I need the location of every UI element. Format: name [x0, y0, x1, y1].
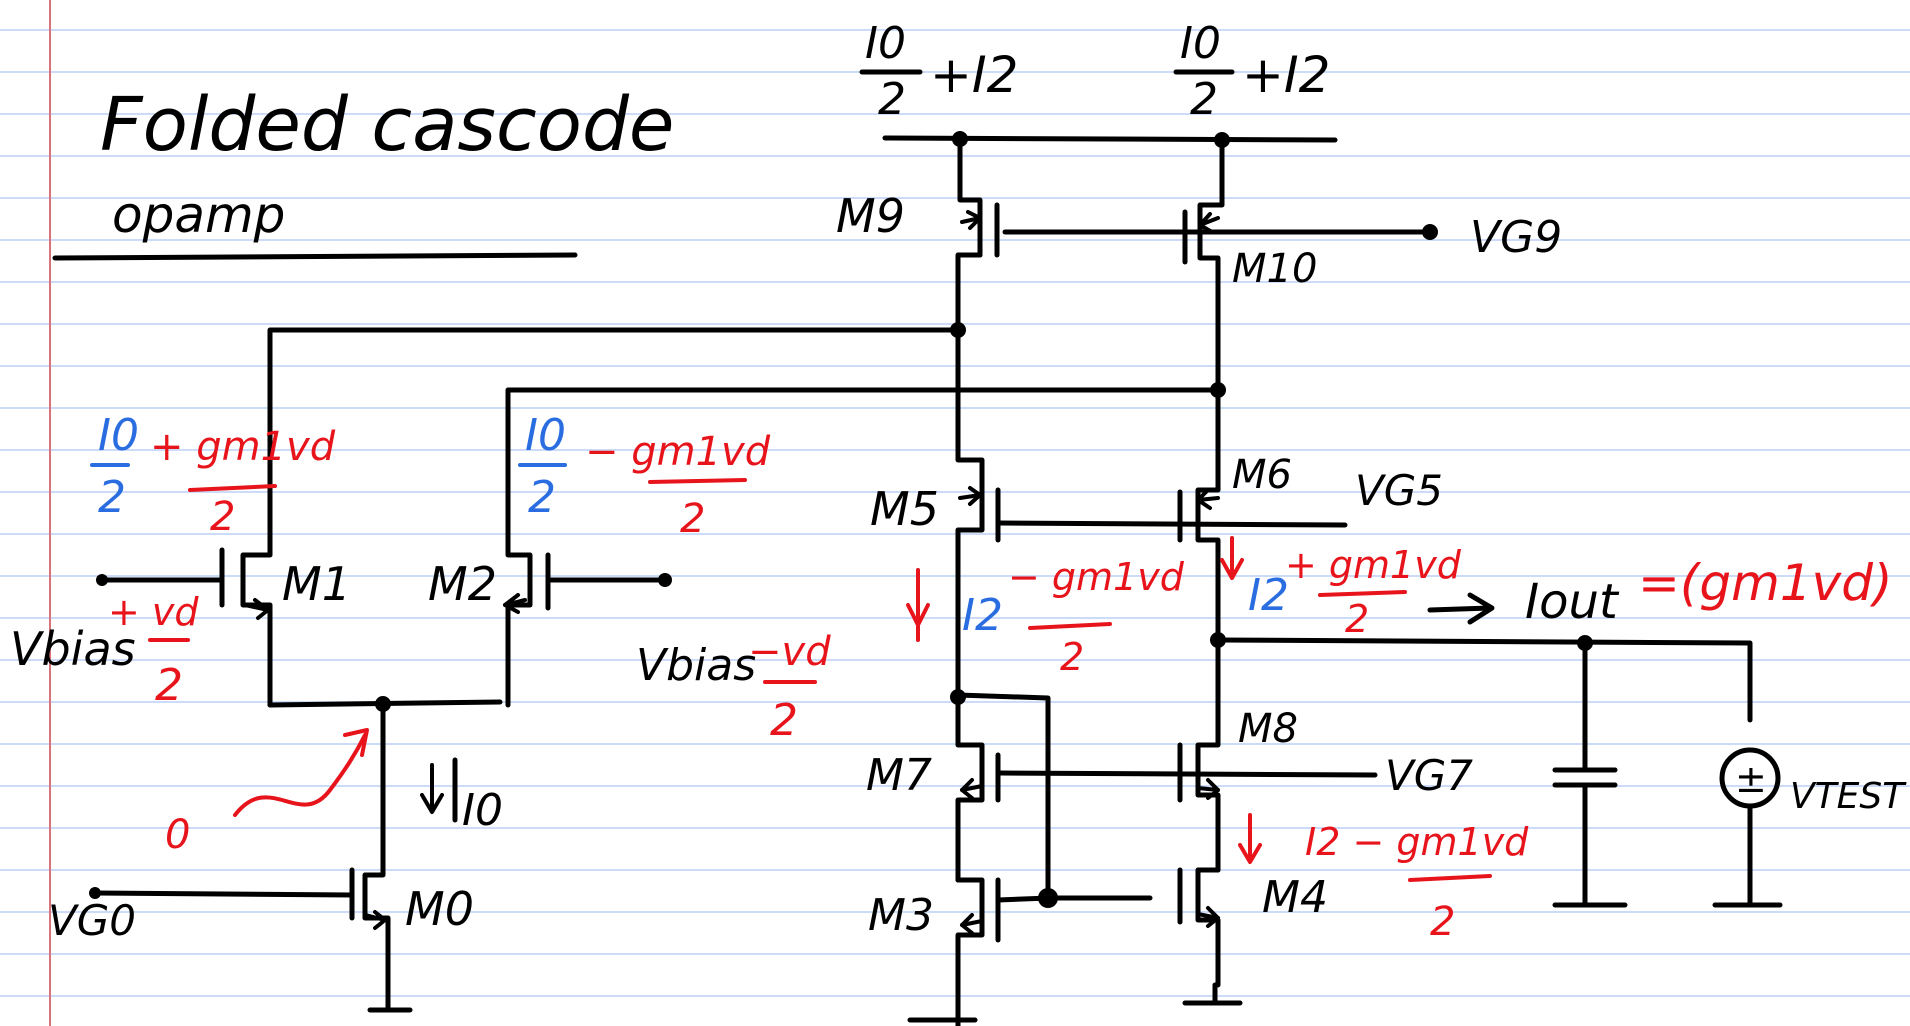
iout-value: =(gm1vd): [1638, 554, 1893, 612]
m5-current-red-num: − gm1vd: [1008, 555, 1185, 599]
label-vg0: VG0: [48, 896, 136, 945]
label-m0: M0: [405, 882, 474, 936]
right-cascode-branch: [1177, 137, 1243, 1006]
label-vbias-plus: Vbias: [10, 622, 136, 676]
label-vg5: VG5: [1355, 466, 1443, 515]
title-line-1: Folded cascode: [100, 82, 674, 168]
vbias-minus-red-num: −vd: [748, 629, 831, 675]
label-m9: M9: [836, 189, 905, 243]
m2-current-blue-num: I0: [525, 410, 566, 461]
m2-current-red-num: − gm1vd: [585, 429, 771, 475]
iout-label: Iout: [1525, 574, 1620, 630]
m6-current-red-num: + gm1vd: [1285, 543, 1462, 587]
label-m5: M5: [870, 482, 939, 536]
label-m10: M10: [1232, 246, 1317, 292]
m2-current-blue-den: 2: [528, 472, 556, 523]
vbias-plus-red-num: + vd: [108, 590, 199, 634]
m6-current-red-den: 2: [1345, 597, 1369, 641]
supply-left-num: I0: [865, 18, 906, 69]
title-line-2: opamp: [112, 186, 285, 244]
gate-wiring: [950, 224, 1438, 908]
vbias-plus-red-den: 2: [155, 660, 183, 711]
bias-labels: VG9 VG5 VG7 VG0 Vbias Vbias VTEST: [10, 212, 1907, 945]
vbias-minus-red-den: 2: [770, 695, 798, 746]
m6-current-blue: I2: [1248, 570, 1289, 621]
supply-label-right: I0 2 +I2: [1173, 18, 1330, 125]
label-m8: M8: [1238, 706, 1298, 752]
output-network: ±: [1210, 632, 1783, 908]
supply-label-left: I0 2 +I2: [859, 18, 1018, 125]
tail-zero-label: 0: [165, 812, 190, 858]
supply-right-num: I0: [1180, 18, 1221, 69]
supply-right-plus: +I2: [1242, 46, 1330, 104]
left-cascode-branch: [907, 137, 1001, 1026]
page-title: Folded cascode opamp: [52, 82, 674, 261]
tail-current-label: I0: [462, 785, 503, 836]
label-vg9: VG9: [1470, 212, 1562, 263]
label-m6: M6: [1232, 452, 1292, 498]
fold-connections: [267, 322, 1226, 548]
m1-current-blue-den: 2: [98, 472, 126, 523]
m1-current-red-num: + gm1vd: [150, 424, 336, 470]
m1-current-blue-num: I0: [98, 410, 139, 461]
label-vbias-minus: Vbias: [636, 640, 756, 691]
m5-current-red-den: 2: [1060, 635, 1084, 679]
supply-left-plus: +I2: [930, 46, 1018, 104]
m4-current-red-num: I2 − gm1vd: [1305, 820, 1529, 864]
label-vg7: VG7: [1385, 751, 1473, 800]
label-m7: M7: [866, 750, 932, 801]
transistor-labels: M9 M10 M5 M6 M7 M8 M3 M4 M1 M2 M0: [282, 189, 1328, 941]
title-underline: [52, 252, 578, 261]
supply-rail: [882, 131, 1338, 148]
label-vtest: VTEST: [1790, 776, 1907, 817]
input-differential-pair: [89, 537, 672, 1013]
label-m4: M4: [1262, 872, 1328, 923]
notebook-ruled-lines: [0, 29, 1910, 997]
m1-current-red-den: 2: [210, 494, 235, 540]
label-m1: M1: [282, 557, 351, 611]
current-annotations: I0 2 + gm1vd 2 I0 2 − gm1vd 2 + vd 2 −vd…: [90, 410, 1893, 945]
m2-current-red-den: 2: [680, 496, 705, 542]
m5-current-blue: I2: [962, 590, 1003, 641]
label-m3: M3: [868, 890, 934, 941]
m4-current-red-den: 2: [1430, 899, 1455, 945]
supply-right-den: 2: [1190, 74, 1218, 125]
label-m2: M2: [428, 557, 497, 611]
supply-left-den: 2: [878, 74, 906, 125]
vtest-symbol: ±: [1735, 757, 1767, 801]
